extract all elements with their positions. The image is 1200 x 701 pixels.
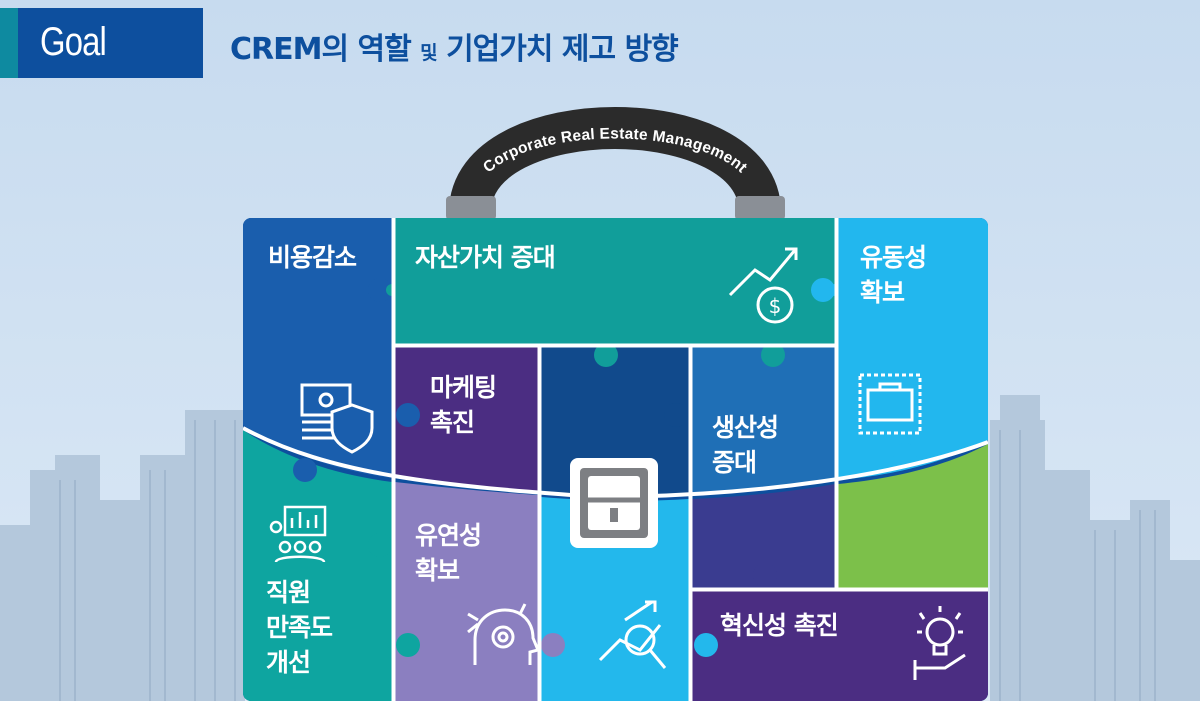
piece-marketing <box>395 347 538 491</box>
label-flexibility-1: 유연성 <box>415 521 482 550</box>
title-part-c: 기업가치 제고 방향 <box>436 32 679 67</box>
label-employee-2: 만족도 <box>266 613 333 642</box>
goal-label: Goal <box>40 20 107 64</box>
label-productivity-1: 생산성 <box>712 413 779 442</box>
growth-dollar-icon <box>728 247 798 324</box>
briefcase-handle: Corporate Real Estate Management <box>446 107 785 220</box>
page-title: CREM의 역할 및 기업가치 제고 방향 <box>230 24 679 68</box>
money-shield-icon <box>300 383 374 454</box>
label-flexibility-2: 확보 <box>415 556 460 585</box>
meeting-icon <box>269 505 327 564</box>
label-productivity-2: 증대 <box>712 448 757 477</box>
piece-productivity <box>692 347 835 495</box>
header: Goal CREM의 역할 및 기업가치 제고 방향 <box>0 0 1200 88</box>
label-employee-3: 개선 <box>266 648 311 677</box>
skyline-windows <box>59 420 1156 701</box>
label-marketing-1: 마케팅 <box>430 373 497 402</box>
label-marketing-2: 촉진 <box>430 408 475 437</box>
briefcase-icon <box>858 373 922 435</box>
piece-liquidity <box>838 218 988 480</box>
label-liquidity-1: 유동성 <box>860 243 927 272</box>
title-part-a: CREM의 역할 <box>230 32 421 67</box>
piece-employee <box>243 430 392 701</box>
label-cost: 비용감소 <box>268 243 357 272</box>
piece-flexibility <box>395 482 538 701</box>
goal-badge: Goal <box>0 8 203 78</box>
dollar-glyph: $ <box>769 294 782 318</box>
label-liquidity-2: 확보 <box>860 278 905 307</box>
analytics-icon <box>598 600 667 669</box>
label-asset: 자산가치 증대 <box>415 243 556 272</box>
title-part-b: 및 <box>420 42 438 64</box>
piece-indigo <box>692 484 835 588</box>
gear-head-icon <box>467 603 541 665</box>
piece-asset <box>395 218 835 344</box>
label-employee-1: 직원 <box>266 578 311 607</box>
piece-borders <box>243 218 988 701</box>
lightbulb-hand-icon <box>913 606 966 680</box>
label-innovation: 혁신성 촉진 <box>720 611 839 640</box>
lock-icon <box>570 458 658 548</box>
piece-green <box>838 444 988 588</box>
